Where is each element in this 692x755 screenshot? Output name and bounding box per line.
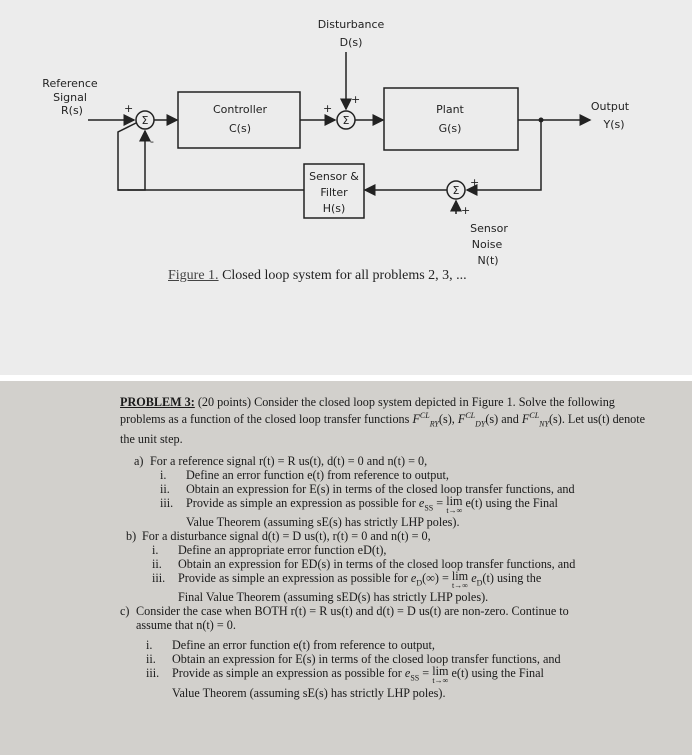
minus-sign: -: [150, 135, 154, 148]
noise-label: Sensor: [470, 222, 508, 235]
noise-symbol: N(t): [477, 254, 498, 267]
figure-caption: Figure 1. Closed loop system for all pro…: [168, 268, 467, 284]
problem-intro: PROBLEM 3: (20 points) Consider the clos…: [120, 395, 646, 446]
noise-label-2: Noise: [472, 238, 503, 251]
problem-heading: PROBLEM 3:: [120, 395, 195, 409]
plant-symbol: G(s): [439, 122, 462, 135]
plant-block: [383, 87, 519, 151]
problem-panel: PROBLEM 3: (20 points) Consider the clos…: [0, 381, 692, 755]
separator: [0, 375, 692, 381]
part-c: c)Consider the case when BOTH r(t) = R u…: [120, 604, 569, 700]
reference-label: Reference: [42, 77, 98, 90]
sensor-filter-symbol: H(s): [323, 202, 346, 215]
svg-text:Σ: Σ: [142, 114, 149, 127]
part-a: a)For a reference signal r(t) = R us(t),…: [134, 453, 575, 529]
svg-text:Σ: Σ: [453, 184, 460, 197]
reference-symbol: R(s): [61, 104, 83, 117]
plus-sign: +: [323, 102, 332, 115]
figure-number: Figure 1.: [168, 268, 219, 283]
figure-panel: Disturbance D(s) Reference Signal R(s) O…: [0, 0, 692, 375]
figure-caption-text: Closed loop system for all problems 2, 3…: [218, 268, 467, 283]
block-diagram: Disturbance D(s) Reference Signal R(s) O…: [42, 18, 630, 267]
output-symbol: Y(s): [602, 118, 624, 131]
sensor-filter-label-2: Filter: [320, 186, 348, 199]
plus-sign: +: [470, 176, 479, 189]
plus-sign: +: [351, 93, 360, 106]
sensor-filter-label: Sensor &: [309, 170, 359, 183]
controller-block: [177, 91, 301, 149]
svg-text:Σ: Σ: [343, 114, 350, 127]
controller-symbol: C(s): [229, 122, 251, 135]
plus-sign: +: [124, 102, 133, 115]
reference-label-2: Signal: [53, 91, 87, 104]
disturbance-symbol: D(s): [340, 36, 363, 49]
plus-sign: +: [461, 204, 470, 217]
part-b: b)For a disturbance signal d(t) = D us(t…: [126, 528, 576, 605]
controller-label: Controller: [213, 103, 268, 116]
disturbance-label: Disturbance: [318, 18, 385, 31]
problem-text: PROBLEM 3: (20 points) Consider the clos…: [120, 395, 650, 700]
output-label: Output: [591, 100, 630, 113]
plant-label: Plant: [436, 103, 464, 116]
